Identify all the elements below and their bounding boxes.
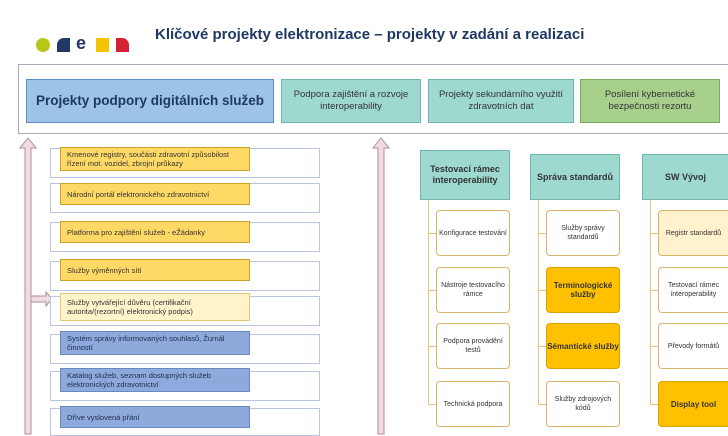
logo-red-shape-icon xyxy=(116,38,129,52)
left-item-ezadanky-platform: Platforma pro zajištění služeb - eŽádank… xyxy=(60,221,250,243)
left-item-service-catalog: Katalog služeb, seznam dostupných služeb… xyxy=(60,368,250,392)
column-connector-line xyxy=(538,233,546,234)
column-connector-line xyxy=(538,290,546,291)
column-connector-line xyxy=(428,404,436,405)
logo-dot-icon xyxy=(36,38,50,52)
column-2-cell-highlight: Terminologické služby xyxy=(546,267,620,313)
page-title: Klíčové projekty elektronizace – projekt… xyxy=(155,26,585,43)
column-connector-line xyxy=(428,233,436,234)
column-header-testing-framework: Testovací rámec interoperability xyxy=(420,150,510,200)
header-box-interoperability: Podpora zajištění a rozvoje interoperabi… xyxy=(281,79,421,123)
column-3-cell: Testovací rámec interoperability xyxy=(658,267,728,313)
left-item-trust-services: Služby vytvářející důvěru (certifikační … xyxy=(60,293,250,321)
column-3-cell: Převody formátů xyxy=(658,323,728,369)
column-1-cell: Podpora provádění testů xyxy=(436,323,510,369)
column-connector-line xyxy=(650,290,658,291)
column-connector-line xyxy=(428,346,436,347)
column-1-cell: Technická podpora xyxy=(436,381,510,427)
logo-yellow-square-icon xyxy=(96,38,109,52)
left-item-consent-system: Systém správy informovaných souhlasů, Žu… xyxy=(60,331,250,355)
column-connector-line xyxy=(650,404,658,405)
column-2-cell: Služby správy standardů xyxy=(546,210,620,256)
column-connector-line xyxy=(538,404,546,405)
column-3-cell-highlight: Display tool xyxy=(658,381,728,427)
left-item-exchange-networks: Služby výměnných sítí xyxy=(60,259,250,281)
header-main-box: Projekty podpory digitálních služeb xyxy=(26,79,274,123)
left-item-advance-wishes: Dříve vyslovená přání xyxy=(60,406,250,428)
column-2-cell: Služby zdrojových kódů xyxy=(546,381,620,427)
column-connector-line xyxy=(428,200,429,405)
middle-up-arrow-icon xyxy=(372,137,390,435)
column-header-standards-management: Správa standardů xyxy=(530,154,620,200)
column-header-sw-development: SW Vývoj xyxy=(642,154,728,200)
column-2-cell-highlight: Sémantické služby xyxy=(546,323,620,369)
column-connector-line xyxy=(650,346,658,347)
left-item-registries: Kmenové registry, součásti zdravotní způ… xyxy=(60,147,250,171)
left-item-national-portal: Národní portál elektronického zdravotnic… xyxy=(60,183,250,205)
header-box-secondary-data: Projekty sekundárního využití zdravotníc… xyxy=(428,79,574,123)
column-1-cell: Konfigurace testování xyxy=(436,210,510,256)
column-connector-line xyxy=(538,200,539,405)
column-connector-line xyxy=(650,200,651,405)
logo-letter: e xyxy=(76,33,87,53)
column-3-cell: Registr standardů xyxy=(658,210,728,256)
header-box-cybersecurity: Posílení kybernetické bezpečnosti rezort… xyxy=(580,79,720,123)
left-bracket-arrow-icon xyxy=(18,137,52,435)
column-connector-line xyxy=(650,233,658,234)
logo-navy-shape-icon xyxy=(57,38,70,52)
column-connector-line xyxy=(538,346,546,347)
column-connector-line xyxy=(428,290,436,291)
column-1-cell: Nástroje testovacího rámce xyxy=(436,267,510,313)
